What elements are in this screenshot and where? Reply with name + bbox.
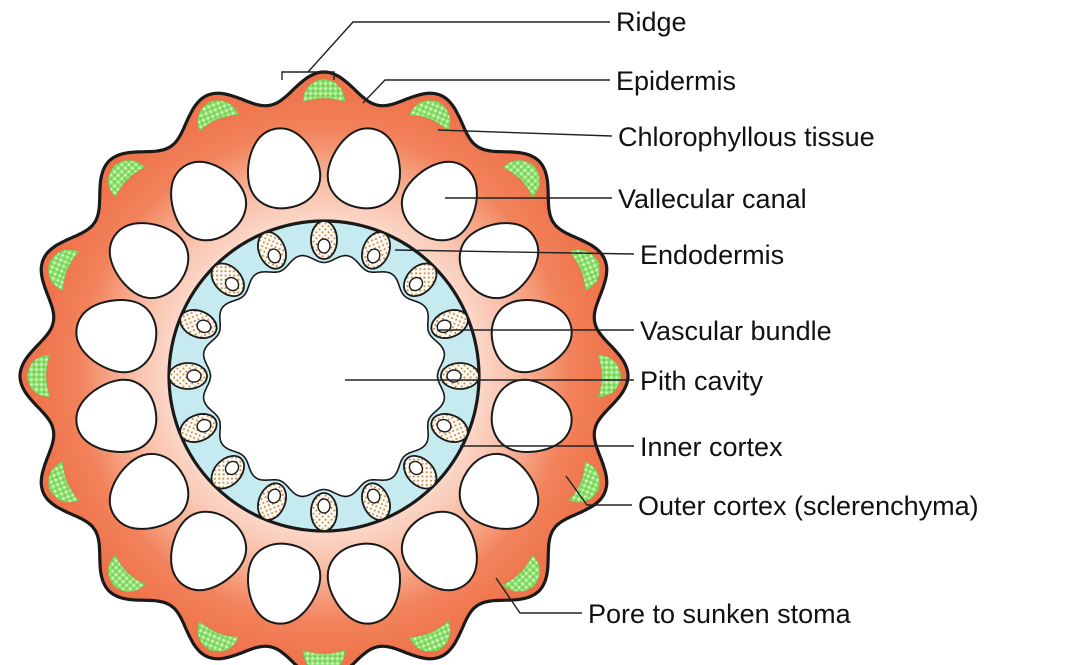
vascular-bundle <box>311 493 337 531</box>
vascular-bundle <box>441 363 479 389</box>
label-vallecular-canal: Vallecular canal <box>618 184 807 214</box>
label-chlorophyllous-tissue: Chlorophyllous tissue <box>618 122 875 152</box>
label-ridge: Ridge <box>616 7 687 37</box>
vascular-bundle <box>311 221 337 259</box>
label-inner-cortex: Inner cortex <box>640 432 783 462</box>
label-vascular-bundle: Vascular bundle <box>640 316 832 346</box>
label-outer-cortex: Outer cortex (sclerenchyma) <box>638 491 979 521</box>
stem-section <box>20 72 628 665</box>
label-pith-cavity: Pith cavity <box>640 366 764 396</box>
label-pore-to-sunken-stoma: Pore to sunken stoma <box>588 599 852 629</box>
leader-ridge <box>308 22 610 72</box>
label-epidermis: Epidermis <box>616 66 736 96</box>
label-endodermis: Endodermis <box>640 240 784 270</box>
vascular-bundle <box>169 363 207 389</box>
leader-epidermis <box>363 80 610 103</box>
